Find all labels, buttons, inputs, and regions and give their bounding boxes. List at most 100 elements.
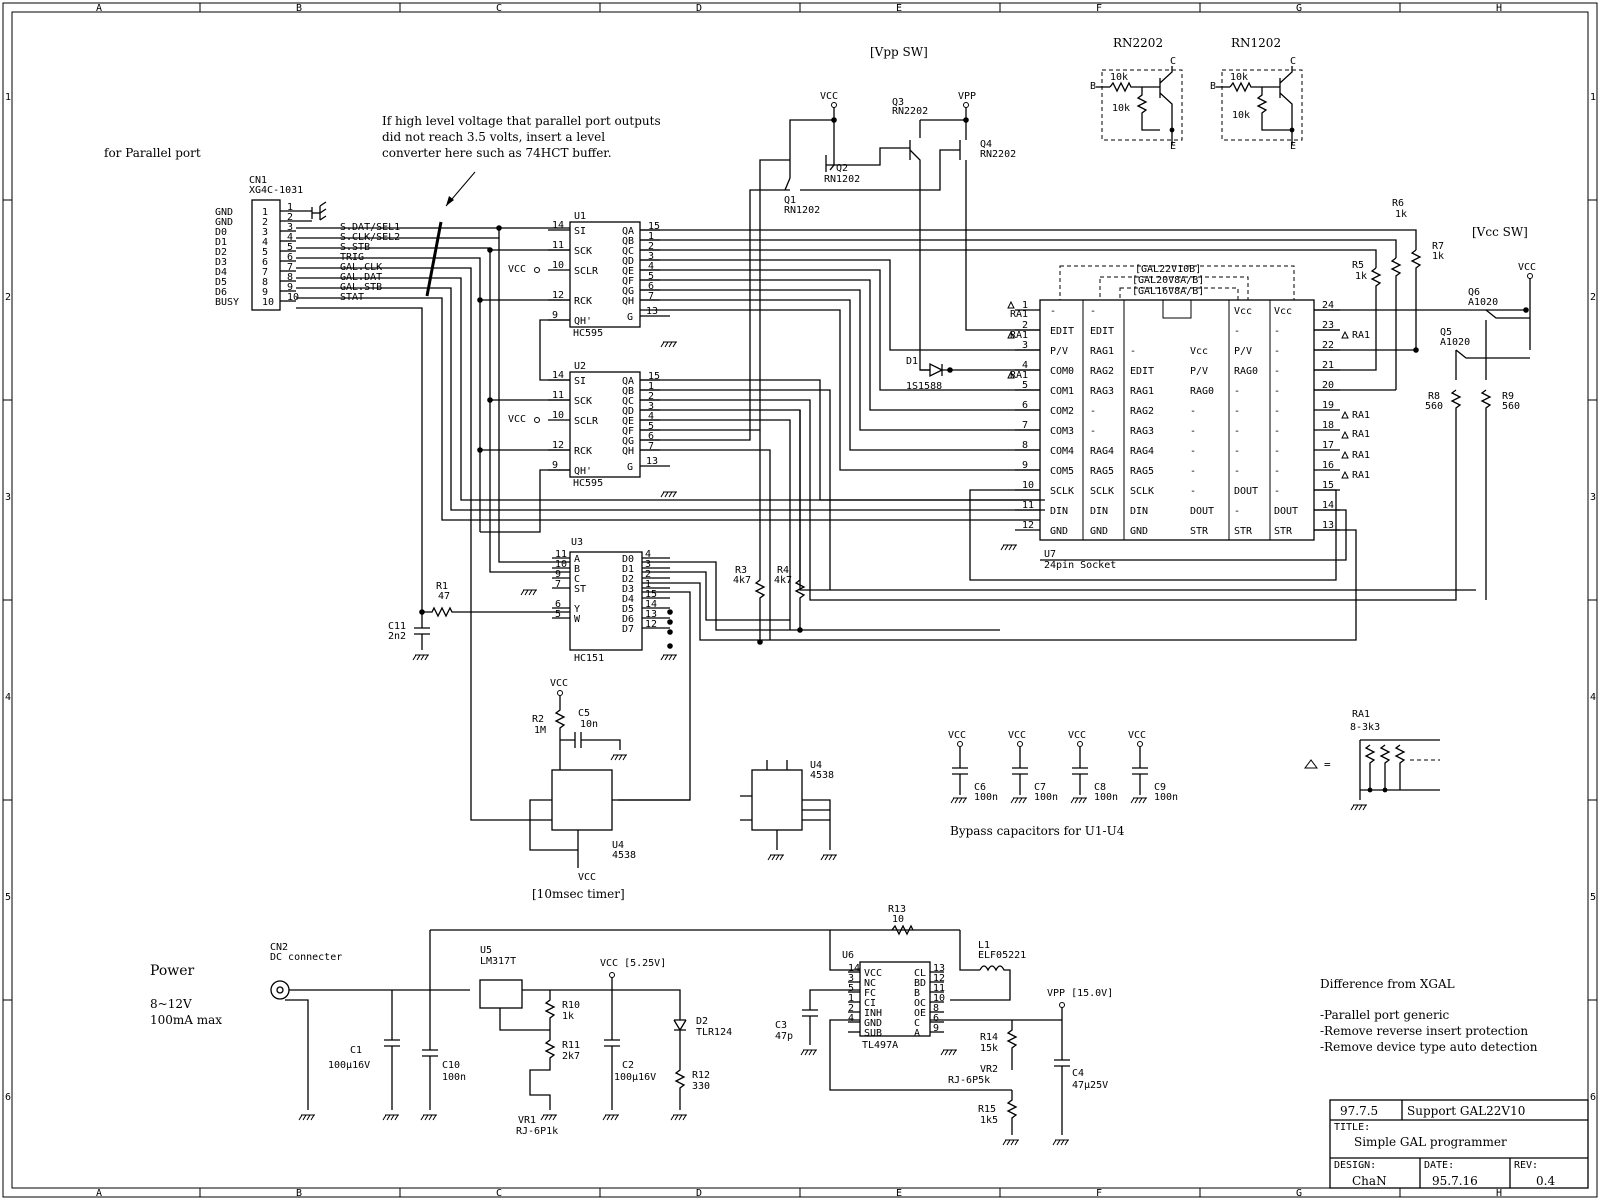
vr2-ref: VR2 (980, 1064, 998, 1075)
cn1-pin-number: 9 (262, 287, 268, 298)
svg-text:15: 15 (648, 221, 660, 232)
grid-row-label: 1 (5, 92, 11, 103)
pullup-triangle (1007, 330, 1015, 339)
svg-text:13: 13 (645, 609, 657, 620)
timer-heading: [10msec timer] (532, 887, 625, 901)
r12-ref: R12 (692, 1070, 710, 1081)
svg-text:5: 5 (555, 609, 561, 620)
c2-ref: C2 (622, 1060, 634, 1071)
svg-text:6: 6 (555, 599, 561, 610)
u7-pin-number: 12 (1022, 520, 1034, 531)
u7-part: 24pin Socket (1044, 560, 1116, 571)
svg-text:8: 8 (933, 1003, 939, 1014)
vcc-label-q6: VCC (1518, 262, 1536, 273)
d1-symbol (929, 362, 944, 378)
date: 95.7.16 (1432, 1174, 1478, 1188)
bypass-heading: Bypass capacitors for U1-U4 (950, 824, 1125, 838)
q1-value: RN1202 (784, 205, 820, 216)
diff-item-1: -Parallel port generic (1320, 1008, 1450, 1022)
svg-text:D4: D4 (622, 594, 634, 605)
power-current: 100mA max (150, 1013, 222, 1027)
vcc-label: VCC (1068, 730, 1086, 741)
svg-text:2: 2 (645, 569, 651, 580)
r3-symbol (754, 430, 766, 642)
svg-text:QH: QH (622, 296, 634, 307)
u7-pin-label: - (1274, 426, 1280, 437)
cn1-signal-label: D1 (215, 237, 227, 248)
svg-text:QH: QH (622, 446, 634, 457)
svg-text:D0: D0 (622, 554, 634, 565)
title-label: TITLE: (1334, 1122, 1370, 1133)
u6-part: TL497A (862, 1040, 898, 1051)
u7-pin-label: - (1190, 446, 1196, 457)
c3-ref: C3 (775, 1020, 787, 1031)
grid-row-label: 5 (5, 892, 11, 903)
grid-col-label: C (496, 3, 502, 14)
u7-pin-label: - (1190, 406, 1196, 417)
u3-ref: U3 (571, 537, 583, 548)
svg-text:B: B (914, 988, 920, 999)
svg-text:9: 9 (552, 310, 558, 321)
grid-col-label: H (1496, 1188, 1502, 1199)
rev: 0.4 (1536, 1174, 1555, 1188)
u7-pin-label: - (1190, 426, 1196, 437)
u7-pin-label: - (1234, 326, 1240, 337)
cn1-signal-label: D2 (215, 247, 227, 258)
u5-part: LM317T (480, 956, 516, 967)
r2-value: 1M (534, 725, 546, 736)
pullup-triangle (1341, 410, 1349, 419)
svg-text:RA1: RA1 (1010, 370, 1028, 381)
svg-text:6: 6 (933, 1013, 939, 1024)
r4-value: 4k7 (774, 575, 792, 586)
title-rev-date: 97.7.5 (1340, 1104, 1378, 1118)
u7-pin-label: SCLK (1090, 486, 1114, 497)
cn1-signal-label: D5 (215, 277, 227, 288)
ground-icon (660, 491, 677, 498)
cn2-value: DC connecter (270, 952, 342, 963)
u3-part: HC151 (574, 653, 604, 664)
u7-body (1039, 299, 1315, 541)
svg-text:D2: D2 (622, 574, 634, 585)
u7-pin-label: - (1274, 326, 1280, 337)
u7-pin-label: - (1234, 466, 1240, 477)
u7-pin-label: - (1274, 486, 1280, 497)
ground-icon (382, 1114, 399, 1121)
u7-pin-label: - (1190, 486, 1196, 497)
u7-pin-number: 2 (1022, 320, 1028, 331)
u7-pin-number: 21 (1322, 360, 1334, 371)
r8-value: 560 (1425, 401, 1443, 412)
grid-col-label: F (1096, 3, 1102, 14)
c2-value: 100µ16V (614, 1072, 656, 1083)
u1-part: HC595 (573, 328, 603, 339)
grid-col-label: C (496, 1188, 502, 1199)
svg-text:14: 14 (552, 220, 564, 231)
ra1-array-symbol (1359, 739, 1440, 800)
q2-symbol (829, 150, 835, 171)
u7-pin-number: 5 (1022, 380, 1028, 391)
r11-value: 2k7 (562, 1051, 580, 1062)
u7-pin-label: GND (1050, 526, 1068, 537)
svg-text:QH': QH' (574, 316, 592, 327)
u7-pin-label: - (1234, 386, 1240, 397)
u7-pin-label: RAG5 (1090, 466, 1114, 477)
c10-ref: C10 (442, 1060, 460, 1071)
c9-ref: C9 (1154, 782, 1166, 793)
u7-pin-number: 20 (1322, 380, 1334, 391)
c3-symbol (802, 989, 860, 1045)
svg-text:13: 13 (646, 306, 658, 317)
u7-pin-label: SCLK (1050, 486, 1074, 497)
u2-part: HC595 (573, 478, 603, 489)
svg-text:QF: QF (622, 426, 634, 437)
r9-ref: R9 (1502, 391, 1514, 402)
u7-pin-number: 24 (1322, 300, 1334, 311)
svg-text:A: A (574, 554, 580, 565)
svg-text:10: 10 (552, 410, 564, 421)
rn1202-inset (1221, 69, 1303, 141)
u4b-body (751, 769, 803, 831)
svg-text:QF: QF (622, 276, 634, 287)
note-arrowhead (446, 196, 454, 206)
u7-pin-label: COM2 (1050, 406, 1074, 417)
svg-text:12: 12 (552, 440, 564, 451)
